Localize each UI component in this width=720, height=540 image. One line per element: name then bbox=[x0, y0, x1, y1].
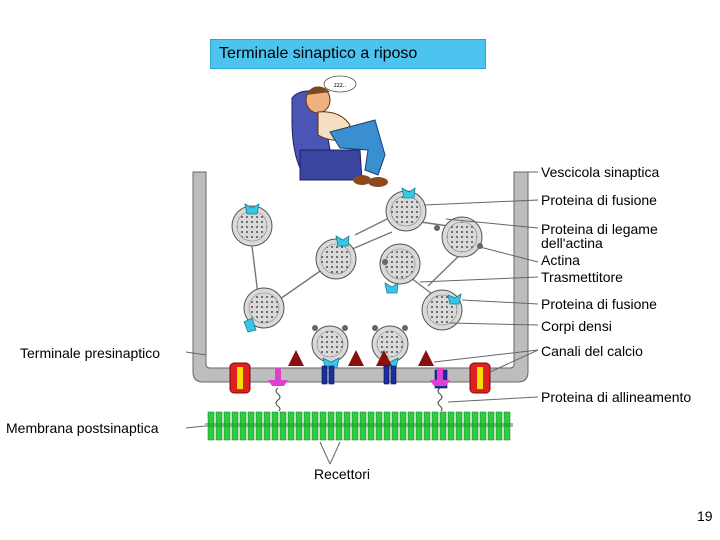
vesicle bbox=[243, 287, 285, 329]
fusion-proteins bbox=[243, 187, 462, 369]
label-recettori: Recettori bbox=[314, 466, 371, 482]
sleep-bubble-text: zzz.. bbox=[334, 83, 347, 89]
sleeping-man-illustration: zzz.. bbox=[291, 75, 388, 187]
label-fusione-1: Proteina di fusione bbox=[541, 192, 657, 208]
synaptic-vesicles bbox=[231, 190, 483, 363]
label-actina: Actina bbox=[541, 252, 580, 268]
vesicle bbox=[421, 289, 463, 331]
label-legame-line1: Proteina di legame bbox=[541, 221, 658, 237]
page-title: Terminale sinaptico a riposo bbox=[219, 45, 418, 62]
blue-channels bbox=[321, 365, 397, 385]
label-trasmettitore: Trasmettitore bbox=[541, 269, 623, 285]
vesicle bbox=[379, 243, 421, 285]
vesicle bbox=[315, 238, 357, 280]
vesicle bbox=[231, 205, 273, 247]
label-vescicola: Vescicola sinaptica bbox=[541, 164, 660, 180]
dense-bodies bbox=[288, 350, 434, 366]
label-canali-calcio: Canali del calcio bbox=[541, 343, 643, 359]
label-allineamento: Proteina di allineamento bbox=[541, 389, 692, 405]
presynaptic-terminal bbox=[192, 171, 529, 383]
alignment-proteins bbox=[268, 368, 450, 413]
title-box: Terminale sinaptico a riposo bbox=[210, 39, 486, 69]
label-terminale-presinaptico: Terminale presinaptico bbox=[20, 345, 161, 361]
page-number: 19 bbox=[697, 508, 713, 524]
postsynaptic-receptors bbox=[203, 411, 515, 441]
vesicle bbox=[371, 325, 409, 363]
vesicle bbox=[311, 325, 349, 363]
label-fusione-2: Proteina di fusione bbox=[541, 296, 657, 312]
label-corpi-densi: Corpi densi bbox=[541, 318, 612, 334]
vesicle bbox=[441, 216, 483, 258]
leader-lines bbox=[185, 171, 539, 465]
label-legame-line2: dell'actina bbox=[541, 235, 603, 251]
label-membrana-postsinaptica: Membrana postsinaptica bbox=[6, 420, 159, 436]
vesicle bbox=[385, 190, 427, 232]
